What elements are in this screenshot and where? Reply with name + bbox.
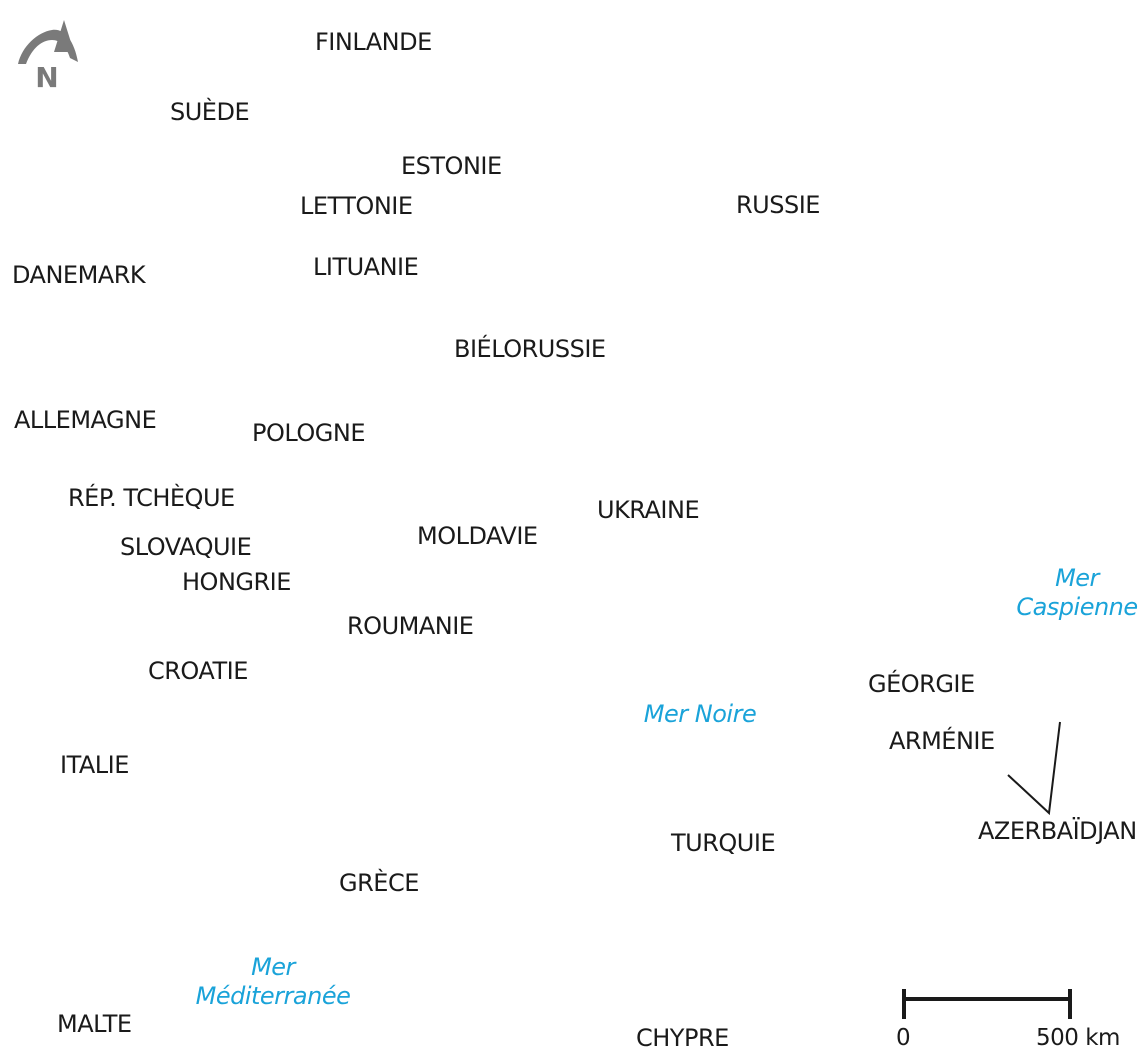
label-russie: RUSSIE — [736, 191, 820, 219]
sea-caspienne-line1: Mer — [1055, 564, 1099, 592]
leader-line-azerbaidjan — [1007, 721, 1061, 816]
label-malte: MALTE — [57, 1010, 132, 1038]
label-finlande: FINLANDE — [315, 28, 432, 56]
sea-mediterranee-line1: Mer — [251, 953, 295, 981]
label-grece: GRÈCE — [339, 869, 419, 897]
label-rep-tcheque: RÉP. TCHÈQUE — [68, 484, 235, 512]
label-azerbaidjan: AZERBAÏDJAN — [978, 817, 1137, 845]
label-pologne: POLOGNE — [252, 419, 365, 447]
label-roumanie: ROUMANIE — [347, 612, 474, 640]
north-arrow-icon: N — [18, 20, 78, 90]
scale-label-end: 500 km — [1036, 1025, 1120, 1051]
label-moldavie: MOLDAVIE — [417, 522, 538, 550]
label-mer-caspienne: Mer Caspienne — [1012, 564, 1142, 622]
sea-caspienne-line2: Caspienne — [1016, 593, 1138, 621]
label-allemagne: ALLEMAGNE — [14, 406, 157, 434]
scale-label-start: 0 — [896, 1025, 911, 1051]
label-lituanie: LITUANIE — [313, 253, 419, 281]
label-georgie: GÉORGIE — [868, 670, 975, 698]
label-chypre: CHYPRE — [636, 1024, 729, 1052]
sea-mediterranee-line2: Méditerranée — [195, 982, 351, 1010]
label-estonie: ESTONIE — [401, 152, 502, 180]
north-letter: N — [35, 61, 58, 90]
label-lettonie: LETTONIE — [300, 192, 413, 220]
label-bielorussie: BIÉLORUSSIE — [454, 335, 606, 363]
label-armenie: ARMÉNIE — [889, 727, 995, 755]
label-slovaquie: SLOVAQUIE — [120, 533, 252, 561]
label-turquie: TURQUIE — [671, 829, 776, 857]
label-mer-noire: Mer Noire — [643, 700, 757, 728]
label-croatie: CROATIE — [148, 657, 248, 685]
label-hongrie: HONGRIE — [182, 568, 291, 596]
label-mer-mediterranee: Mer Méditerranée — [190, 953, 356, 1011]
label-italie: ITALIE — [60, 751, 129, 779]
scale-bar — [902, 989, 1072, 1019]
label-suede: SUÈDE — [170, 98, 250, 126]
label-ukraine: UKRAINE — [597, 496, 700, 524]
label-danemark: DANEMARK — [12, 261, 146, 289]
